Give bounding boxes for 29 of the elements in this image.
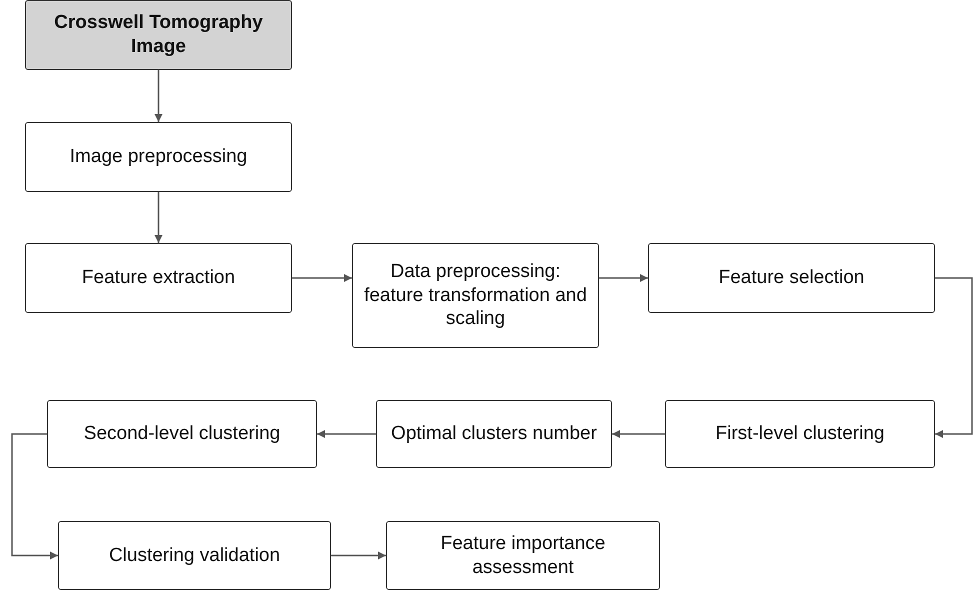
- process-box: [25, 0, 292, 70]
- arrow: [331, 552, 386, 560]
- box-label: Clustering validation: [108, 544, 280, 568]
- process-box: [376, 400, 612, 468]
- box-label: Data preprocessing: feature transformation and scaling: [363, 260, 588, 332]
- arrow: [599, 274, 648, 282]
- box-label: Feature importance assessment: [440, 532, 606, 580]
- box-label: Crosswell Tomography Image: [53, 11, 264, 59]
- process-box: [25, 243, 292, 313]
- process-box: [386, 521, 660, 590]
- process-box: [648, 243, 935, 313]
- arrow: [154, 70, 162, 122]
- process-box: [47, 400, 317, 468]
- arrow: [612, 430, 665, 438]
- arrow: [317, 430, 376, 438]
- process-box: [25, 122, 292, 192]
- box-label: Image preprocessing: [70, 145, 248, 169]
- arrow: [292, 274, 352, 282]
- box-label: Feature extraction: [82, 266, 236, 290]
- arrow: [11, 433, 58, 560]
- process-box: [665, 400, 935, 468]
- process-box: [58, 521, 331, 590]
- box-label: Optimal clusters number: [391, 422, 597, 446]
- box-label: First-level clustering: [716, 422, 884, 446]
- arrow: [935, 277, 973, 438]
- box-label: Second-level clustering: [84, 422, 280, 446]
- box-label: Feature selection: [718, 266, 864, 290]
- process-box: [352, 243, 599, 348]
- arrow: [154, 192, 162, 243]
